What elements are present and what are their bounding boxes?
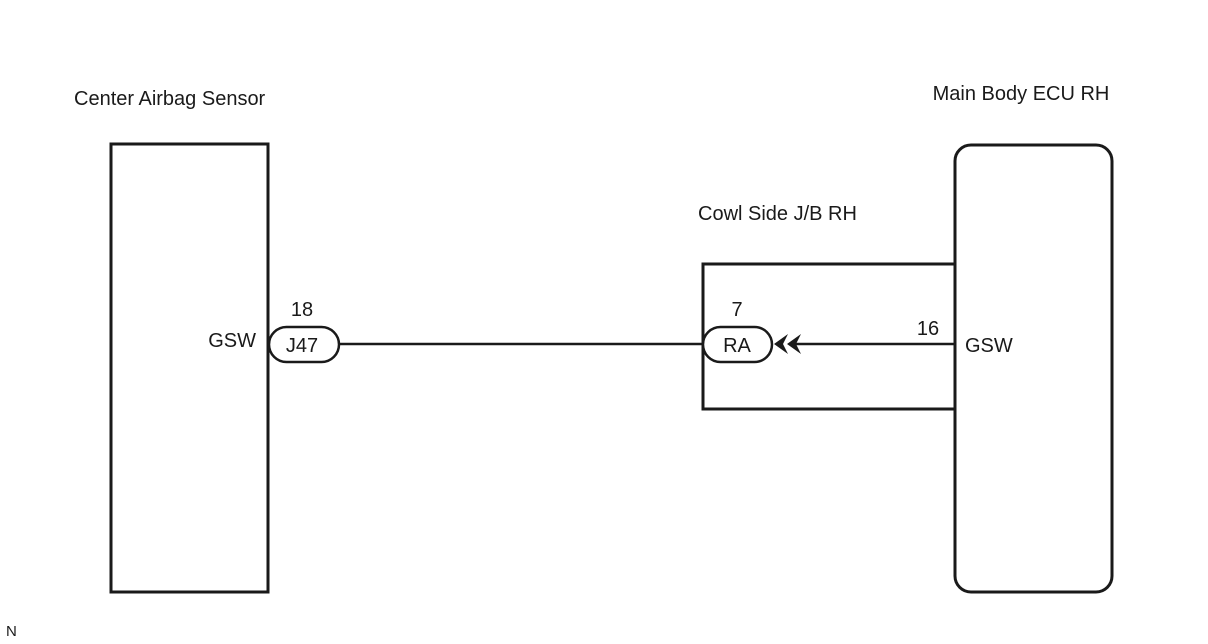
connector-j47: 18 J47 [267,299,341,364]
ecu-box [953,143,1114,594]
airbag-sensor-box [109,142,270,594]
ra-connector-arrow-icon [787,334,801,354]
ecu-terminal-label: GSW [965,335,1013,357]
airbag-sensor-terminal-label: GSW [208,330,256,352]
diagram-code: N [6,623,17,640]
main-body-ecu: Main Body ECU RH 16 GSW [917,83,1114,594]
cowl-side-jb: Cowl Side J/B RH [698,203,955,411]
cowl-jb-box [701,262,955,411]
ra-connector-code: RA [723,335,751,357]
ra-connector-body [701,325,774,364]
ra-connector-arrow-icon [774,334,788,354]
cowl-jb-title: Cowl Side J/B RH [698,203,857,225]
connector-ra: 7 RA [701,299,801,364]
center-airbag-sensor: Center Airbag Sensor GSW [74,88,270,594]
j47-pin-number: 18 [291,299,313,321]
ecu-pin-number: 16 [917,318,939,340]
j47-connector-code: J47 [286,335,318,357]
airbag-sensor-title: Center Airbag Sensor [74,88,266,110]
ra-pin-number: 7 [731,299,742,321]
ecu-title: Main Body ECU RH [933,83,1110,105]
